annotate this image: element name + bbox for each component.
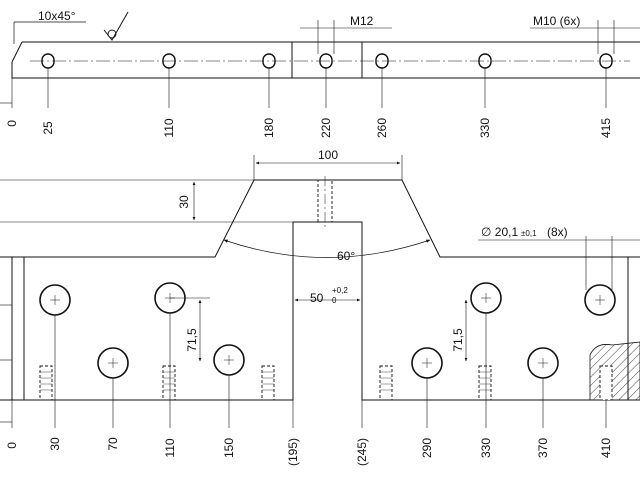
section-hatch-area (589, 341, 640, 401)
chamfer-label: 10x45° (38, 9, 76, 23)
hole-tol-label: ±0,1 (521, 229, 537, 238)
front-dim-410: 410 (599, 438, 613, 458)
top-dim-25: 25 (41, 121, 55, 135)
top-dim-415: 415 (599, 118, 613, 138)
section-tapped-hole (599, 365, 613, 401)
front-outline (0, 179, 640, 401)
top-dim-330: 330 (478, 118, 492, 138)
side-tapped-holes (39, 365, 492, 401)
surface-finish-circle (107, 29, 117, 39)
front-view (0, 155, 640, 428)
front-dim-330: 330 (479, 438, 493, 458)
hole-count-label: (8x) (547, 225, 568, 239)
row-spacing-left-label: 71,5 (185, 328, 199, 352)
top-view (0, 11, 640, 108)
angle-60-label: 60° (337, 249, 355, 263)
front-dim-30: 30 (48, 437, 62, 451)
top-ordinate-lines (11, 68, 607, 108)
top-dim-220: 220 (319, 118, 333, 138)
top-dim-180: 180 (262, 118, 276, 138)
front-x-dims: 0 30 70 110 150 (195) (245) 290 330 370 … (5, 437, 613, 466)
side-tapped-holes-dots (40, 371, 491, 391)
slot-tol-upper: +0,2 (332, 286, 348, 295)
top-x-dims: 0 25 110 180 220 260 330 415 (5, 118, 613, 138)
hole-dia-label: ∅ 20,1 (481, 225, 518, 239)
front-dim-0: 0 (5, 442, 19, 449)
top-dim-0: 0 (5, 120, 19, 127)
row-spacing-right-label: 71,5 (451, 328, 465, 352)
front-dim-70: 70 (106, 437, 120, 451)
hole-410-upper (584, 284, 616, 316)
top-dim-260: 260 (375, 118, 389, 138)
front-dim-370: 370 (536, 438, 550, 458)
height-30-label: 30 (177, 195, 191, 209)
hole-centermarks (50, 293, 605, 368)
front-dim-110: 110 (163, 438, 177, 457)
slot-tol-lower: 0 (332, 296, 337, 305)
thread-label-m12: M12 (350, 14, 374, 28)
front-dim-150: 150 (222, 438, 236, 458)
surface-finish-symbol (103, 11, 129, 41)
front-ordinate-lines (11, 313, 607, 428)
top-width-label: 100 (318, 148, 338, 162)
front-dim-245: (245) (355, 438, 369, 466)
thread-label-m10: M10 (6x) (533, 14, 580, 28)
top-dim-110: 110 (162, 118, 176, 137)
front-holes (39, 282, 616, 379)
slot-width-label: 50 (310, 291, 324, 305)
angle-arc-60 (223, 239, 431, 258)
front-dim-195: (195) (286, 438, 300, 466)
front-dim-290: 290 (420, 438, 434, 458)
